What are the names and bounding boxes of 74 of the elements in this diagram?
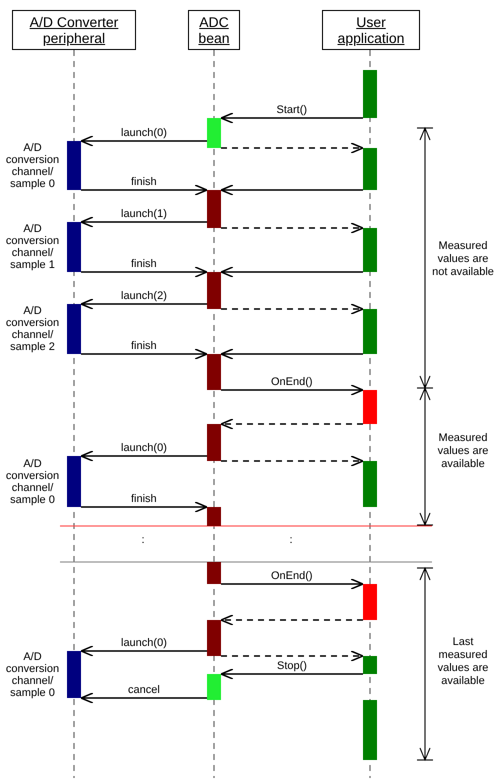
bar-caption: A/D conversion channel/ sample 0 [4,458,60,506]
arrow [221,578,364,590]
arrow [221,384,364,396]
edge-label: OnEnd() [269,570,315,582]
edge-label: launch(0) [119,637,169,649]
bar-caption: A/D conversion channel/ sample 1 [4,223,60,271]
arrow [80,645,207,657]
activation-bar [363,461,377,507]
edge-label: cancel [126,684,162,696]
edge-label: finish [129,340,159,352]
activation-bar [207,562,221,584]
activation-bar [67,651,81,698]
activation-bar [67,456,81,507]
arrow [221,455,364,467]
activation-bar [67,304,81,354]
activation-bar [207,118,221,148]
activation-bar [207,507,221,526]
arrow [221,303,364,315]
arrow [80,298,207,310]
activation-bar [363,228,377,272]
bar-caption: A/D conversion channel/ sample 0 [4,142,60,190]
arrow [221,650,364,662]
arrow [221,222,364,234]
activation-bar [207,272,221,309]
bar-caption: A/D conversion channel/ sample 0 [4,650,60,698]
lifeline-header: ADC bean [188,10,240,50]
arrow [220,418,363,430]
arrow [220,668,363,680]
arrow [81,266,208,278]
activation-bar [363,700,377,760]
edge-label: Start() [274,104,310,116]
arrow [221,142,364,154]
activation-bar [363,70,377,118]
lifeline-header: A/D Converter peripheral [12,10,136,50]
note-text: Measured values are available [436,432,490,471]
arrow [220,614,363,626]
activation-bar [363,148,377,190]
arrow [80,135,207,147]
activation-bar [207,190,221,228]
activation-bar [207,674,221,700]
arrow [80,450,207,462]
edge-label: finish [129,258,159,270]
activation-bar [363,656,377,674]
activation-bar [207,620,221,656]
bar-caption: A/D conversion channel/ sample 2 [4,305,60,353]
note-text: Measured values are not available [431,240,495,279]
arrow [220,348,363,360]
arrow [81,501,208,513]
edge-label: launch(0) [119,442,169,454]
arrow [220,266,363,278]
lifeline-header: User application [322,10,420,50]
arrow [81,348,208,360]
activation-bar [363,584,377,620]
activation-bar [207,354,221,390]
arrow [220,184,363,196]
edge-label: OnEnd() [269,376,315,388]
edge-label: launch(0) [119,127,169,139]
note-text: : [140,534,146,547]
edge-label: finish [129,493,159,505]
note-text: : [288,534,294,547]
note-text: Last measured values are available [436,636,490,688]
activation-bar [363,390,377,424]
activation-bar [207,424,221,461]
activation-bar [67,141,81,190]
arrow [220,112,363,124]
edge-label: Stop() [275,660,309,672]
arrow [81,184,208,196]
edge-label: finish [129,176,159,188]
arrow [80,216,207,228]
edge-label: launch(1) [119,208,169,220]
activation-bar [363,309,377,354]
edge-label: launch(2) [119,290,169,302]
arrow [80,692,207,704]
activation-bar [67,222,81,272]
